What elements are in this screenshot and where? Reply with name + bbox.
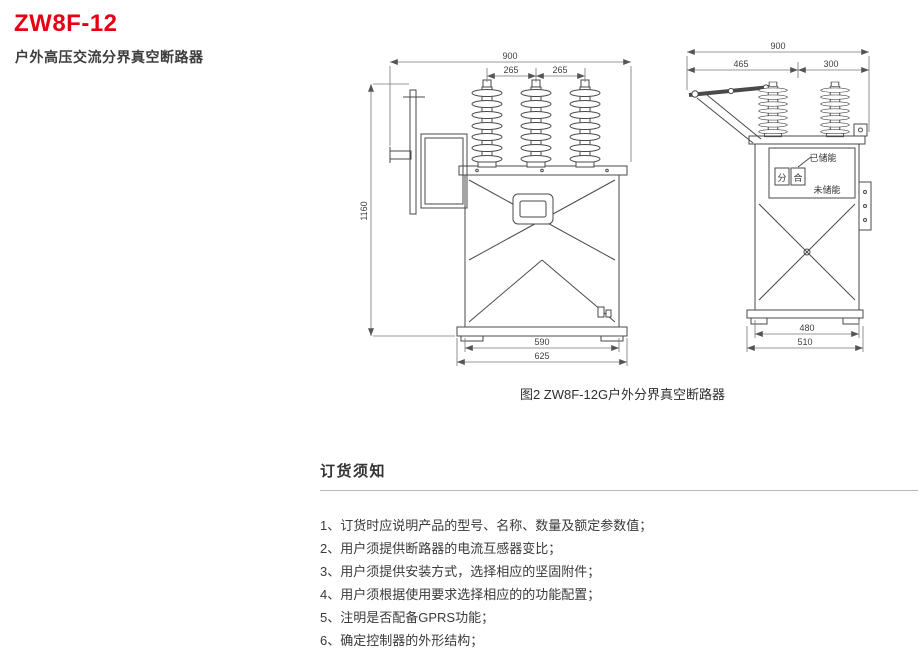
front-dim-pole-left: 265 <box>503 65 518 75</box>
page-subtitle: 户外高压交流分界真空断路器 <box>15 49 204 65</box>
front-view-drawing: 900 265 265 1160 590 625 <box>359 51 632 366</box>
front-dimension-lines <box>368 59 632 366</box>
uncharged-label: 未储能 <box>813 184 840 195</box>
insulator <box>569 79 601 168</box>
control-panel-labels: 已储能 分 合 未储能 <box>777 152 840 195</box>
front-dim-base-outer: 625 <box>534 351 549 361</box>
ordering-item-4: 4、用户须根据使用要求选择相应的的功能配置； <box>320 587 601 602</box>
ordering-list: 1、订货时应说明产品的型号、名称、数量及额定参数值； 2、用户须提供断路器的电流… <box>320 514 918 652</box>
ordering-item-6: 6、确定控制器的外形结构； <box>320 633 484 648</box>
ordering-item-3: 3、用户须提供安装方式，选择相应的坚固附件； <box>320 564 601 579</box>
front-dimension-labels: 900 265 265 1160 590 625 <box>359 51 568 361</box>
side-dim-base-outer: 510 <box>797 337 812 347</box>
side-dimension-labels: 900 465 300 480 510 <box>733 41 838 347</box>
close-button-label: 合 <box>793 172 802 183</box>
page-title: ZW8F-12 <box>14 10 118 37</box>
ordering-title: 订货须知 <box>320 463 387 480</box>
section-divider <box>320 490 918 491</box>
insulator <box>471 79 503 168</box>
ordering-item-5: 5、注明是否配备GPRS功能； <box>320 610 495 625</box>
side-dim-left: 465 <box>733 59 748 69</box>
front-dim-base-inner: 590 <box>534 337 549 347</box>
insulator <box>820 81 850 138</box>
front-breaker-body <box>389 79 628 342</box>
side-dimension-lines <box>686 49 870 352</box>
figure-area: 900 265 265 1160 590 625 <box>355 40 890 405</box>
front-dim-height: 1160 <box>359 201 369 220</box>
side-breaker-body <box>688 81 872 325</box>
open-button-outline <box>774 167 790 186</box>
front-dim-width: 900 <box>502 51 517 61</box>
insulator <box>758 81 788 138</box>
insulator <box>520 79 552 168</box>
side-dim-width: 900 <box>770 41 785 51</box>
ordering-item-1: 1、订货时应说明产品的型号、名称、数量及额定参数值； <box>320 518 653 533</box>
ordering-section: 订货须知 1、订货时应说明产品的型号、名称、数量及额定参数值； 2、用户须提供断… <box>320 460 918 652</box>
open-button-label: 分 <box>777 173 786 183</box>
front-dim-pole-right: 265 <box>552 65 567 75</box>
side-dim-base-inner: 480 <box>799 323 814 333</box>
side-view-drawing: 900 465 300 480 510 已储能 分 合 未储能 <box>686 41 872 352</box>
ordering-item-2: 2、用户须提供断路器的电流互感器变比； <box>320 541 562 556</box>
charged-label: 已储能 <box>809 152 836 163</box>
close-button-outline <box>790 167 806 186</box>
figure-caption: 图2 ZW8F-12G户外分界真空断路器 <box>519 387 726 402</box>
side-dim-right: 300 <box>823 59 838 69</box>
